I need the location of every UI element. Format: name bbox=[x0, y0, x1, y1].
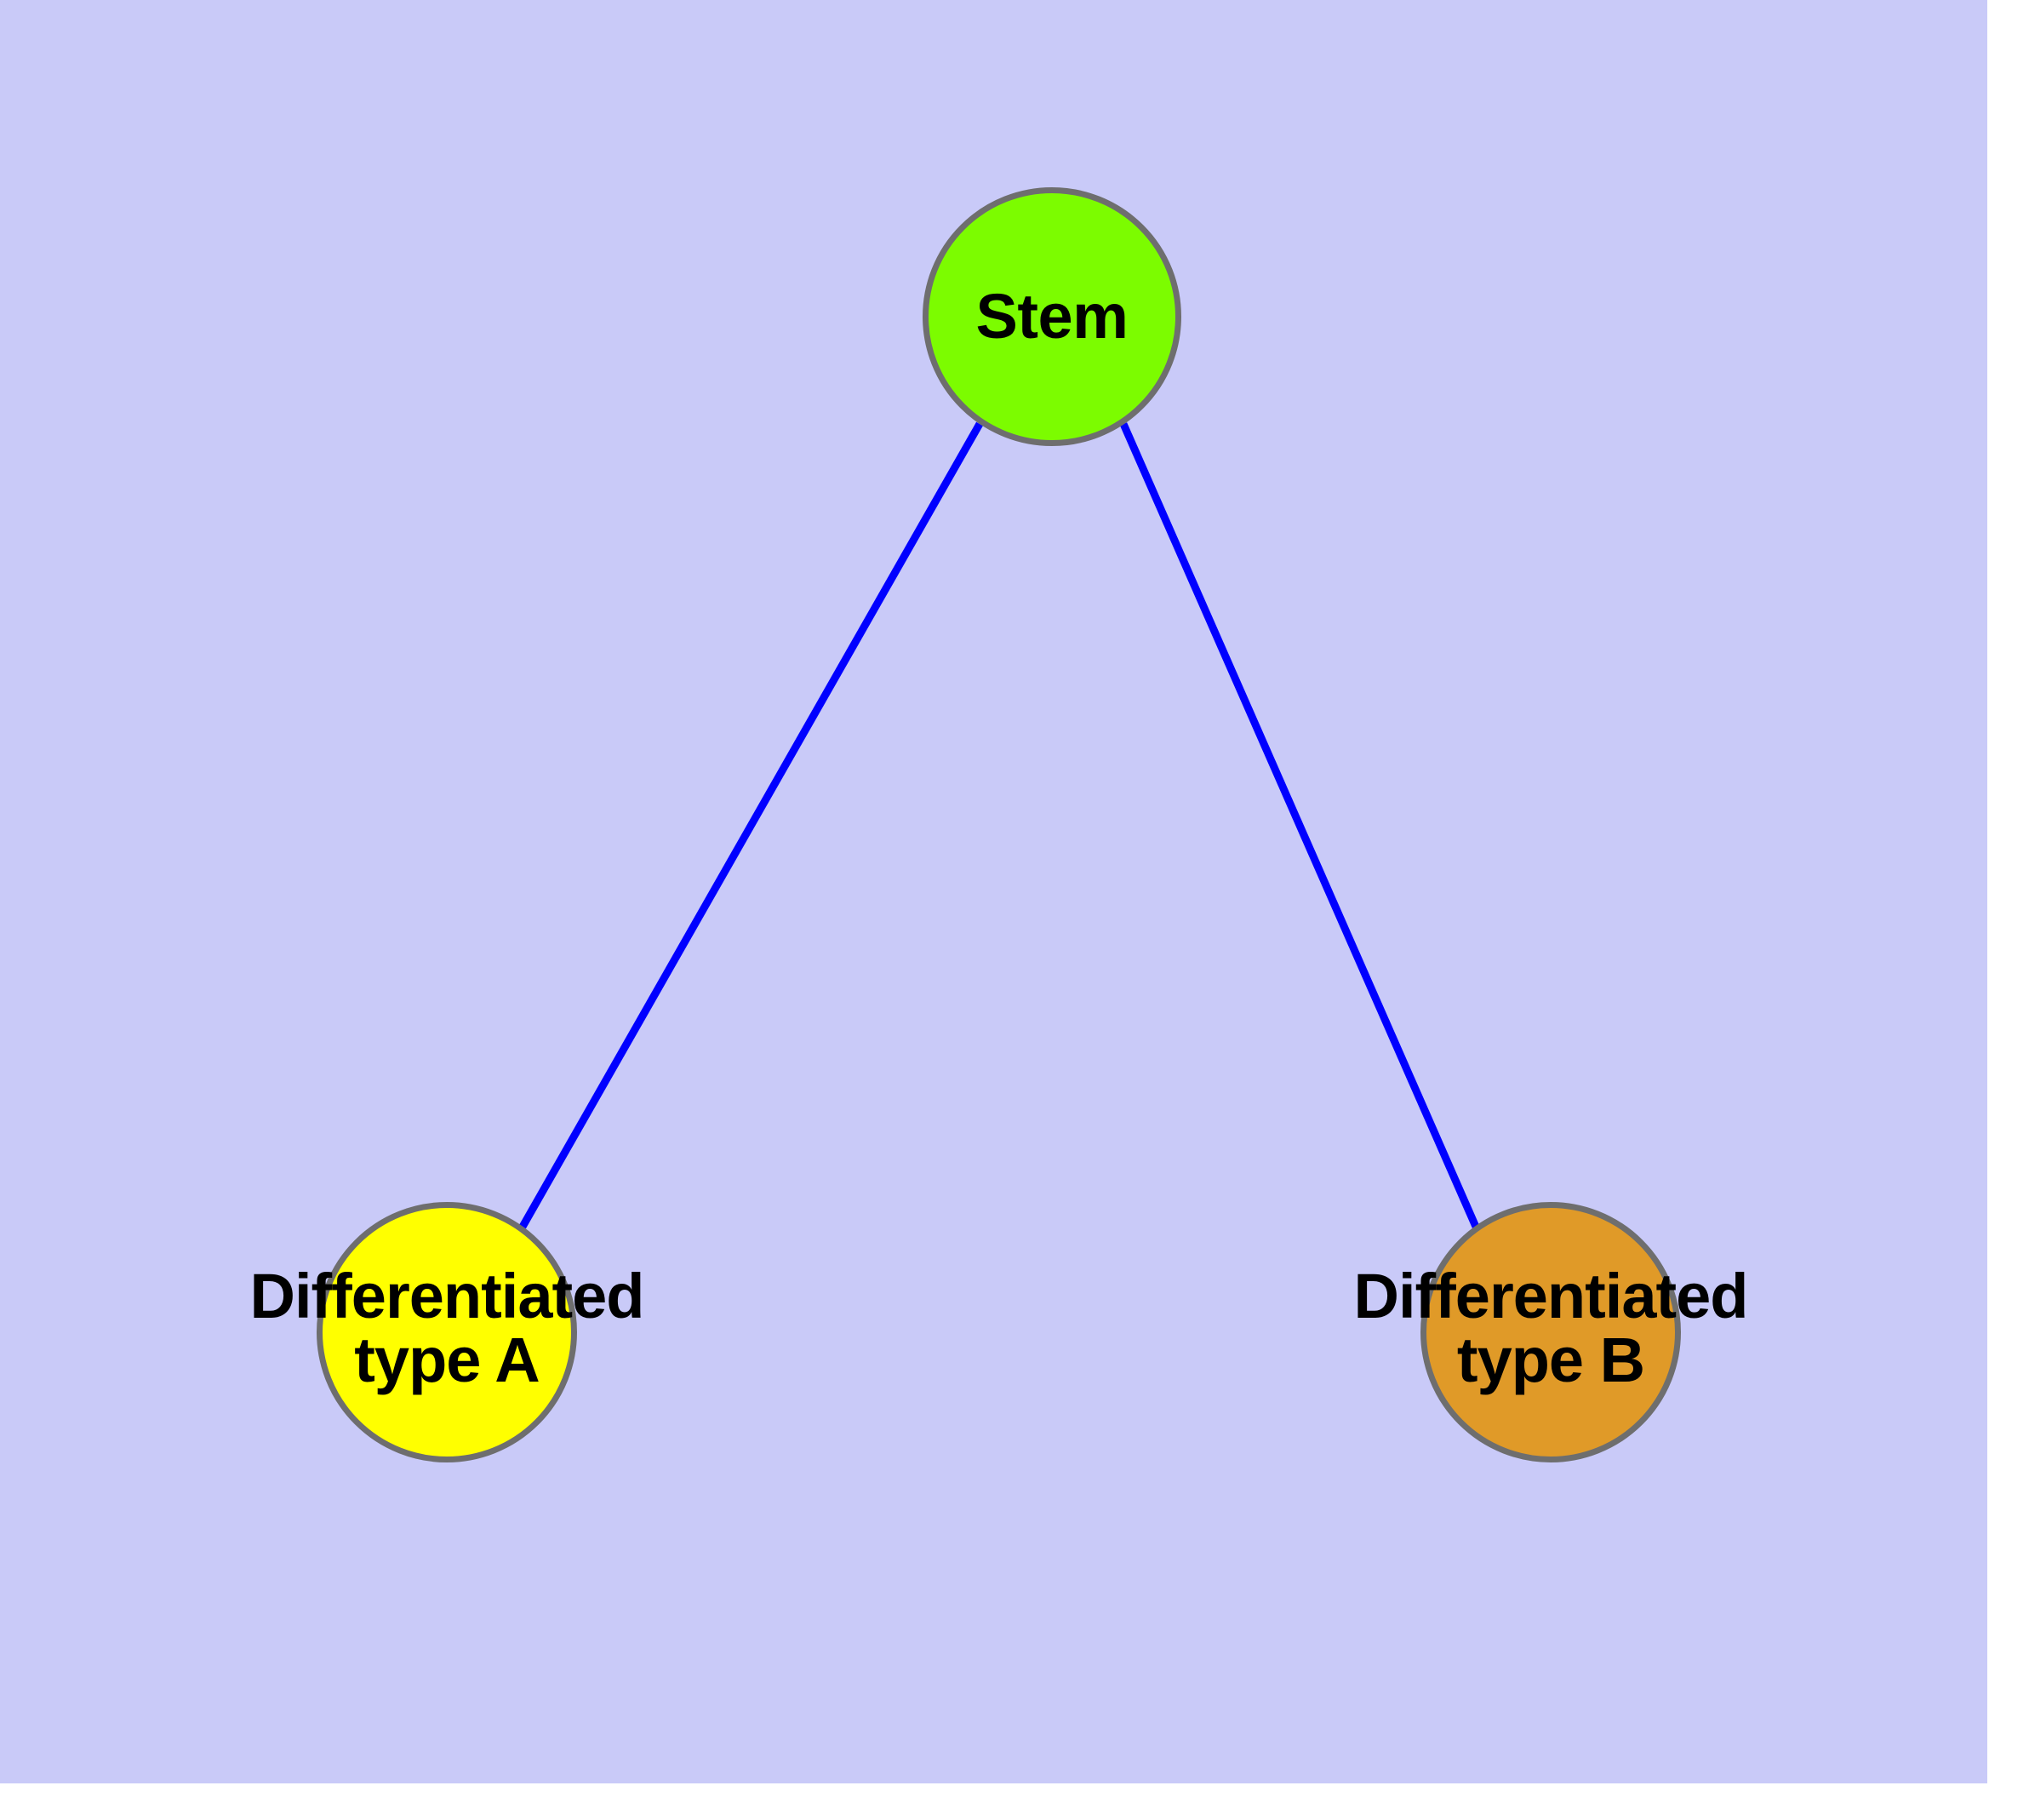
edge-stem-to-differentiated-type-a bbox=[519, 421, 983, 1229]
edge-stem-to-differentiated-type-b bbox=[1119, 422, 1480, 1228]
node-stem[interactable] bbox=[923, 187, 1181, 446]
node-layer bbox=[317, 187, 1681, 1462]
edge-layer bbox=[519, 421, 1480, 1229]
node-differentiated-type-a[interactable] bbox=[317, 1202, 577, 1462]
node-differentiated-type-b[interactable] bbox=[1420, 1202, 1681, 1462]
